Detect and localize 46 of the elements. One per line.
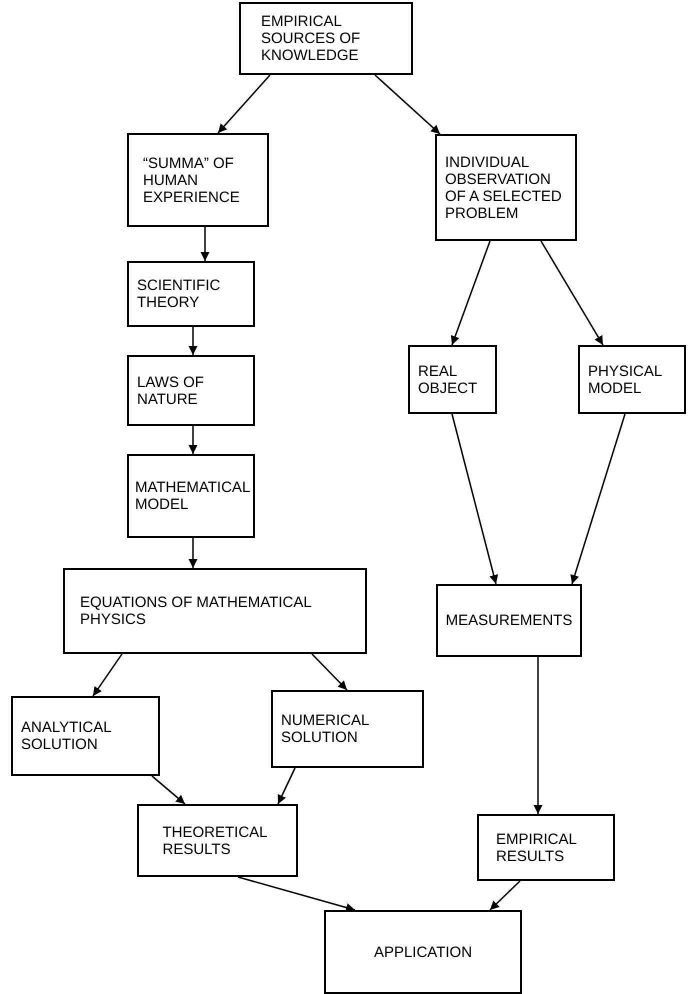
arrow — [540, 240, 604, 346]
arrow — [311, 653, 348, 691]
process-box — [271, 690, 424, 768]
arrow — [534, 657, 542, 814]
process-box — [11, 696, 160, 776]
arrow — [188, 538, 198, 568]
arrow — [152, 775, 186, 805]
arrow — [450, 240, 491, 346]
box-label: SCIENTIFIC THEORY — [137, 277, 222, 311]
process-box — [436, 584, 582, 657]
arrow — [188, 426, 198, 454]
box-label: EQUATIONS OF MATHEMATICAL PHYSICS — [80, 594, 312, 628]
box-label: REAL OBJECT — [418, 362, 478, 396]
box-label: EMPIRICAL RESULTS — [496, 830, 578, 864]
process-box — [127, 261, 255, 327]
process-box — [578, 345, 686, 414]
box-label: LAWS OF NATURE — [137, 374, 205, 408]
process-box — [477, 814, 615, 881]
process-box — [127, 454, 255, 538]
arrow — [238, 876, 356, 912]
arrow — [570, 414, 626, 584]
box-label: APPLICATION — [374, 944, 472, 960]
arrow — [200, 227, 210, 261]
arrow — [188, 327, 198, 355]
box-label: THEORETICAL RESULTS — [162, 824, 268, 858]
process-box — [63, 568, 367, 654]
process-box — [435, 134, 577, 241]
box-label: NUMERICAL SOLUTION — [281, 712, 370, 746]
box-label: EMPIRICAL SOURCES OF KNOWLEDGE — [261, 13, 362, 64]
process-box — [324, 910, 522, 994]
box-label: ANALYTICAL SOLUTION — [21, 719, 112, 753]
box-label: PHYSICAL MODEL — [588, 362, 663, 396]
arrow — [277, 768, 296, 804]
process-box — [239, 2, 413, 75]
box-label: “SUMMA” OF HUMAN EXPERIENCE — [143, 154, 241, 206]
arrow — [451, 414, 498, 584]
process-box — [127, 133, 269, 227]
arrow — [489, 880, 521, 911]
box-label: INDIVIDUAL OBSERVATION OF A SELECTED PROBLEM — [445, 154, 563, 222]
process-box — [127, 355, 255, 426]
box-label: MEASUREMENTS — [446, 612, 572, 629]
arrow — [217, 74, 271, 134]
arrow — [374, 74, 440, 135]
arrow — [92, 654, 123, 696]
process-box — [137, 804, 298, 877]
process-box — [408, 345, 497, 414]
